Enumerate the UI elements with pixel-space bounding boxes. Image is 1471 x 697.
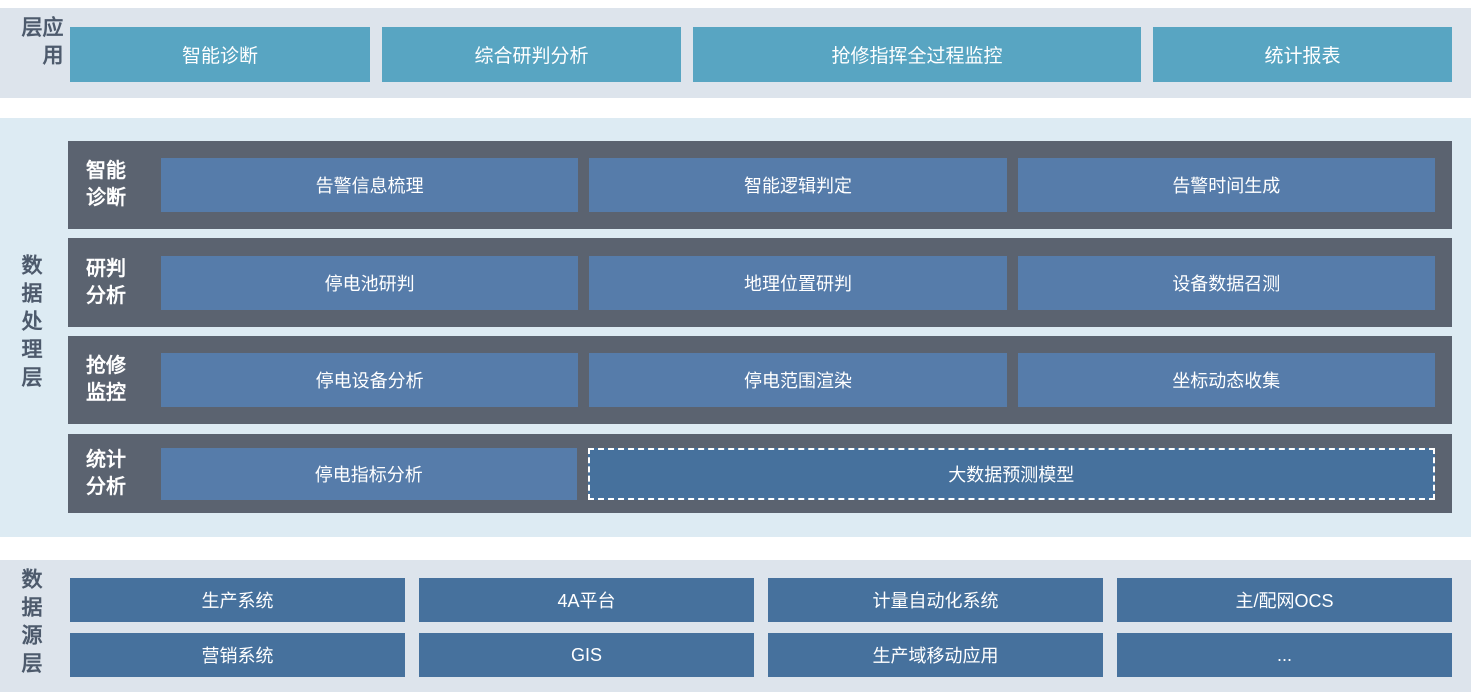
row-buttons: 停电指标分析 大数据预测模型	[161, 447, 1435, 500]
block-geolocation-analysis: 地理位置研判	[589, 255, 1007, 310]
row-label-repair-monitoring: 抢修监控	[68, 353, 161, 407]
data-processing-layer-band: 数据处理层 智能诊断 告警信息梳理 智能逻辑判定 告警时间生成 研判分析 停电池…	[0, 118, 1471, 537]
block-ellipsis: ...	[1117, 633, 1452, 677]
row-label-text: 统计分析	[86, 448, 126, 498]
processing-row-repair-monitoring: 抢修监控 停电设备分析 停电范围渲染 坐标动态收集	[68, 336, 1452, 424]
row-label-text: 智能诊断	[86, 160, 126, 209]
app-block-repair-command-monitoring: 抢修指挥全过程监控	[693, 27, 1141, 82]
block-gis: GIS	[419, 633, 754, 677]
block-coordinate-dynamic-collection: 坐标动态收集	[1017, 353, 1435, 407]
row-label-intelligent-diagnosis: 智能诊断	[68, 158, 161, 212]
block-alarm-info-sorting: 告警信息梳理	[161, 158, 579, 212]
application-layer-label: 应用层	[19, 16, 63, 72]
row-buttons: 停电池研判 地理位置研判 设备数据召测	[161, 255, 1435, 310]
application-layer-band: 应用层 智能诊断 综合研判分析 抢修指挥全过程监控 统计报表	[0, 8, 1471, 98]
processing-row-statistical-analysis: 统计分析 停电指标分析 大数据预测模型	[68, 434, 1452, 513]
block-big-data-prediction-model: 大数据预测模型	[587, 447, 1435, 500]
block-metering-automation-system: 计量自动化系统	[768, 578, 1103, 622]
row-label-text: 研判分析	[86, 257, 126, 307]
source-row-2: 营销系统 GIS 生产域移动应用 ...	[70, 633, 1452, 677]
processing-row-analysis: 研判分析 停电池研判 地理位置研判 设备数据召测	[68, 238, 1452, 327]
block-outage-battery-analysis: 停电池研判	[161, 255, 579, 310]
block-outage-indicator-analysis: 停电指标分析	[161, 447, 577, 500]
block-marketing-system: 营销系统	[70, 633, 405, 677]
application-layer-buttons: 智能诊断 综合研判分析 抢修指挥全过程监控 统计报表	[70, 27, 1452, 82]
source-row-1: 生产系统 4A平台 计量自动化系统 主/配网OCS	[70, 578, 1452, 622]
block-4a-platform: 4A平台	[419, 578, 754, 622]
app-block-statistical-reports: 统计报表	[1153, 27, 1452, 82]
block-alarm-time-generation: 告警时间生成	[1017, 158, 1435, 212]
data-source-layer-band: 数据源层 生产系统 4A平台 计量自动化系统 主/配网OCS 营销系统 GIS …	[0, 560, 1471, 692]
app-block-comprehensive-analysis: 综合研判分析	[382, 27, 681, 82]
data-source-rows: 生产系统 4A平台 计量自动化系统 主/配网OCS 营销系统 GIS 生产域移动…	[70, 578, 1452, 677]
block-outage-range-rendering: 停电范围渲染	[589, 353, 1007, 407]
block-production-system: 生产系统	[70, 578, 405, 622]
row-buttons: 告警信息梳理 智能逻辑判定 告警时间生成	[161, 158, 1435, 212]
block-outage-device-analysis: 停电设备分析	[161, 353, 579, 407]
block-device-data-reading: 设备数据召测	[1017, 255, 1435, 310]
data-source-layer-label: 数据源层	[19, 568, 42, 680]
row-label-analysis: 研判分析	[68, 256, 161, 310]
block-main-distribution-ocs: 主/配网OCS	[1117, 578, 1452, 622]
app-block-intelligent-diagnosis: 智能诊断	[70, 27, 370, 82]
block-production-mobile-app: 生产域移动应用	[768, 633, 1103, 677]
row-label-statistical-analysis: 统计分析	[68, 447, 161, 501]
block-intelligent-logic-judgment: 智能逻辑判定	[589, 158, 1007, 212]
row-label-text: 抢修监控	[86, 355, 126, 404]
data-processing-layer-label: 数据处理层	[19, 254, 42, 394]
row-buttons: 停电设备分析 停电范围渲染 坐标动态收集	[161, 353, 1435, 407]
processing-row-intelligent-diagnosis: 智能诊断 告警信息梳理 智能逻辑判定 告警时间生成	[68, 141, 1452, 229]
